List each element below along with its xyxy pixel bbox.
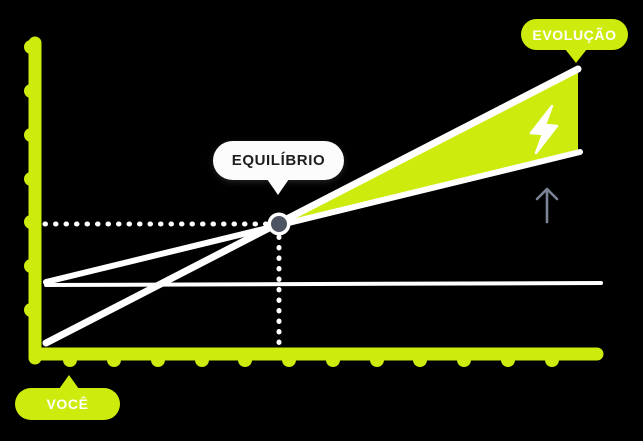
badge-evolucao-label: EVOLUÇÃO xyxy=(532,26,617,43)
rising-steep-line xyxy=(42,65,582,347)
badge-equilibrio[interactable]: EQUILÍBRIO xyxy=(213,141,344,195)
badge-equilibrio-label: EQUILÍBRIO xyxy=(231,152,326,169)
badge-voce[interactable]: VOCÊ xyxy=(15,375,120,420)
equilibrium-point[interactable] xyxy=(267,212,291,236)
badge-voce-tail xyxy=(59,375,79,389)
up-arrow-icon xyxy=(535,187,559,224)
lightning-bolt-icon xyxy=(529,104,559,155)
rising-shallow-line xyxy=(43,149,583,285)
badge-equilibrio-tail xyxy=(267,179,289,195)
flat-line xyxy=(44,281,603,287)
badge-evolucao[interactable]: EVOLUÇÃO xyxy=(521,19,628,63)
badge-voce-label: VOCÊ xyxy=(46,396,89,412)
badge-evolucao-tail xyxy=(565,49,587,63)
